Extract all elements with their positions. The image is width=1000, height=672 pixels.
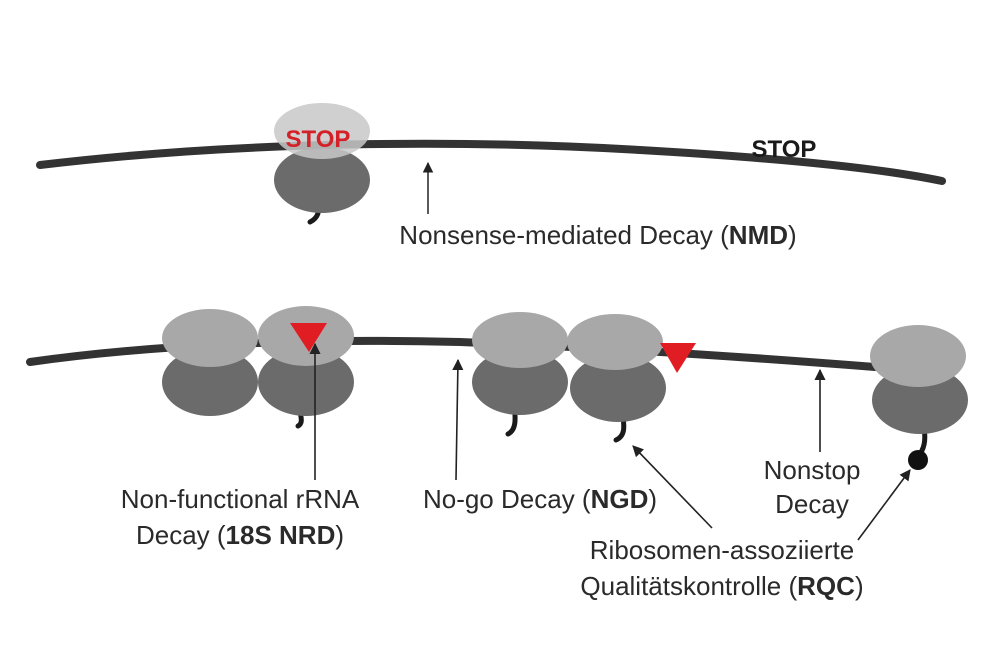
ngd-arrow [452,358,464,481]
rqc-label-line2: Qualitätskontrolle (RQC) [580,571,863,601]
red-triangle-ngd [660,343,696,373]
nmd-label: Nonsense-mediated Decay (NMD) [399,220,796,250]
nrd-label-line1: Non-functional rRNA [121,484,360,514]
red-triangle-18snrd [290,323,327,352]
small-subunit [274,147,370,213]
stop-codon-in-ribosome: STOP [286,126,351,153]
nonstop-label-line2: Decay [775,489,849,519]
large-subunit-ngd-right [567,314,663,370]
ngd-label: No-go Decay (NGD) [423,484,657,514]
small-subunit [162,348,258,416]
nonstop-label-line1: Nonstop [764,455,861,485]
mrna-strand-bottom [26,336,879,371]
nmd-panel: STOP STOP Nonsense-mediated Decay (NMD) [36,103,946,250]
large-subunit-18snrd-left [162,309,258,367]
ribosome-ngd-right-small [570,354,666,443]
rqc-label-line1: Ribosomen-assoziierte [590,535,854,565]
ribosome-18snrd-right-small [258,348,354,429]
rqc-arrow-nonstop [857,469,911,541]
ribosome-ngd-left-small [472,349,568,437]
small-subunit [570,354,666,422]
large-subunit-faded [274,103,370,159]
nmd-ribosome [274,147,370,225]
ribosome-18snrd-left-small [162,348,258,416]
nrd-label-line2: Decay (18S NRD) [136,520,344,550]
large-subunit-ngd-left [472,312,568,368]
small-subunit [472,349,568,415]
large-subunit-nonstop [870,325,966,387]
small-subunit [258,348,354,416]
stop-codon-on-mrna: STOP [752,136,817,163]
bottom-panel: Non-functional rRNA Decay (18S NRD) No-g… [26,306,968,601]
mrna-strand-top [36,139,946,185]
stalled-peptide-blob [908,450,928,470]
rqc-arrow-ngd [632,445,713,529]
